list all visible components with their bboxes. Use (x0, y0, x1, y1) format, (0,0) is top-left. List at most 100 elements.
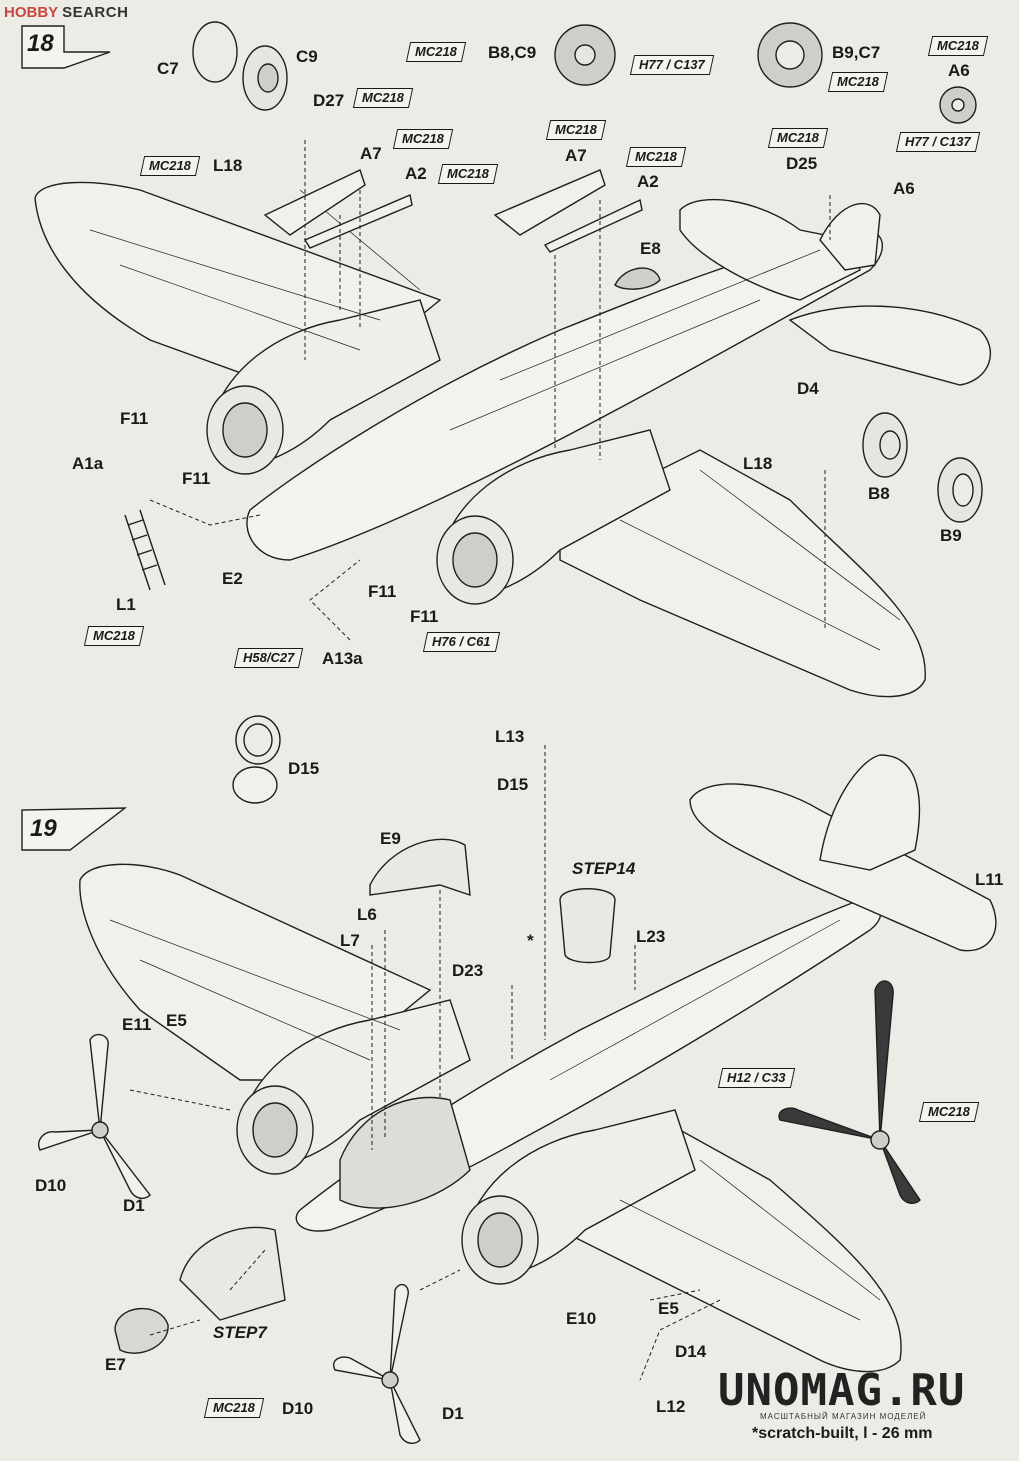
label-a1a: A1a (72, 454, 104, 473)
part-a2-left (303, 194, 413, 249)
part-step14-turret (559, 888, 616, 964)
paint-mc218: MC218 (83, 626, 145, 647)
paint-mc218: MC218 (352, 88, 414, 109)
paint-h58-c27: H58/C27 (233, 648, 304, 669)
paint-h12-c33: H12 / C33 (717, 1068, 795, 1089)
label-c9: C9 (296, 47, 318, 66)
label-l1: L1 (116, 595, 136, 614)
propeller-right-19 (778, 980, 921, 1204)
part-nose-glazing (179, 1226, 286, 1321)
part-a2-right (543, 198, 643, 253)
ref-step7: STEP7 (213, 1323, 267, 1342)
paint-mc218: MC218 (437, 164, 499, 185)
step-18-badge (21, 25, 111, 69)
label-a7: A7 (565, 146, 587, 165)
label-a2: A2 (637, 172, 659, 191)
aircraft-step19 (79, 754, 997, 1373)
label-f11: F11 (368, 582, 397, 601)
label-f11: F11 (410, 607, 439, 626)
aircraft-step18 (34, 181, 991, 698)
unomag-watermark: UNOMAG.RU (718, 1365, 966, 1416)
label-d23: D23 (452, 961, 484, 980)
logo-text: HOBBY (4, 4, 58, 21)
label-e10: E10 (566, 1309, 597, 1328)
step-number-19: 19 (30, 815, 57, 842)
label-l6: L6 (357, 905, 377, 924)
wheel-b8 (862, 412, 908, 478)
label-a7: A7 (360, 144, 382, 163)
label-b9-c7: B9,C7 (832, 43, 881, 62)
label-e2: E2 (222, 569, 243, 588)
part-e8 (614, 267, 661, 290)
paint-mc218: MC218 (767, 128, 829, 149)
wheel-b8-c9 (554, 24, 616, 86)
paint-h76-c61: H76 / C61 (422, 632, 500, 653)
paint-mc218: MC218 (918, 1102, 980, 1123)
label-star: * (527, 931, 534, 950)
label-d25: D25 (786, 154, 818, 173)
tyre-b9 (937, 457, 983, 523)
part-a7-left (263, 169, 366, 236)
label-d1: D1 (123, 1196, 145, 1215)
paint-mc218: MC218 (927, 36, 989, 57)
label-b8-c9: B8,C9 (488, 43, 537, 62)
paint-h77-c137: H77 / C137 (895, 132, 980, 153)
part-e7 (114, 1308, 169, 1354)
part-e9 (369, 838, 471, 897)
propeller-bottom-19 (333, 1283, 421, 1444)
scratch-built-note: *scratch-built, l - 26 mm (752, 1425, 933, 1442)
label-l23: L23 (636, 927, 666, 946)
logo-text-2: SEARCH (62, 4, 129, 21)
label-a13a: A13a (322, 649, 363, 668)
label-f11: F11 (120, 409, 149, 428)
label-l12: L12 (656, 1397, 686, 1416)
label-b8: B8 (868, 484, 890, 503)
paint-mc218: MC218 (392, 129, 454, 150)
detail-d15 (232, 715, 281, 804)
label-l7: L7 (340, 931, 360, 950)
paint-mc218: MC218 (545, 120, 607, 141)
paint-mc218: MC218 (203, 1398, 265, 1419)
step-19-badge (21, 807, 128, 851)
label-d14: D14 (675, 1342, 707, 1361)
hobby-search-logo: HOBBY SEARCH (4, 4, 128, 21)
paint-mc218: MC218 (405, 42, 467, 63)
ref-step14: STEP14 (572, 859, 636, 878)
label-a6: A6 (893, 179, 915, 198)
watermark-tagline: МАСШТАБНЫЙ МАГАЗИН МОДЕЛЕЙ (760, 1412, 927, 1421)
label-e5: E5 (166, 1011, 187, 1030)
label-l18: L18 (743, 454, 773, 473)
label-d4: D4 (797, 379, 819, 398)
label-d10: D10 (35, 1176, 67, 1195)
label-b9: B9 (940, 526, 962, 545)
label-e11: E11 (122, 1015, 152, 1034)
label-e8: E8 (640, 239, 661, 258)
label-a2: A2 (405, 164, 427, 183)
paint-mc218: MC218 (625, 147, 687, 168)
propeller-left-19 (38, 1033, 151, 1199)
label-l13: L13 (495, 727, 525, 746)
ladder-l1 (124, 509, 166, 591)
label-d10: D10 (282, 1399, 314, 1418)
tailwheel-a6 (939, 86, 977, 124)
paint-mc218: MC218 (827, 72, 889, 93)
label-d15: D15 (497, 775, 529, 794)
guide-lines-19 (129, 745, 721, 1381)
tyre-c7 (192, 21, 238, 83)
label-c7: C7 (157, 59, 179, 78)
paint-mc218: MC218 (139, 156, 201, 177)
label-e9: E9 (380, 829, 401, 848)
label-d1: D1 (442, 1404, 464, 1423)
label-l11: L11 (975, 870, 1004, 889)
step-number-18: 18 (27, 30, 54, 57)
wheel-c9 (242, 45, 288, 111)
part-a7-right (493, 169, 606, 236)
label-d27: D27 (313, 91, 345, 110)
wheel-b9-c7 (757, 22, 823, 88)
label-d15: D15 (288, 759, 320, 778)
label-e7: E7 (105, 1355, 126, 1374)
label-f11: F11 (182, 469, 211, 488)
label-a6: A6 (948, 61, 970, 80)
